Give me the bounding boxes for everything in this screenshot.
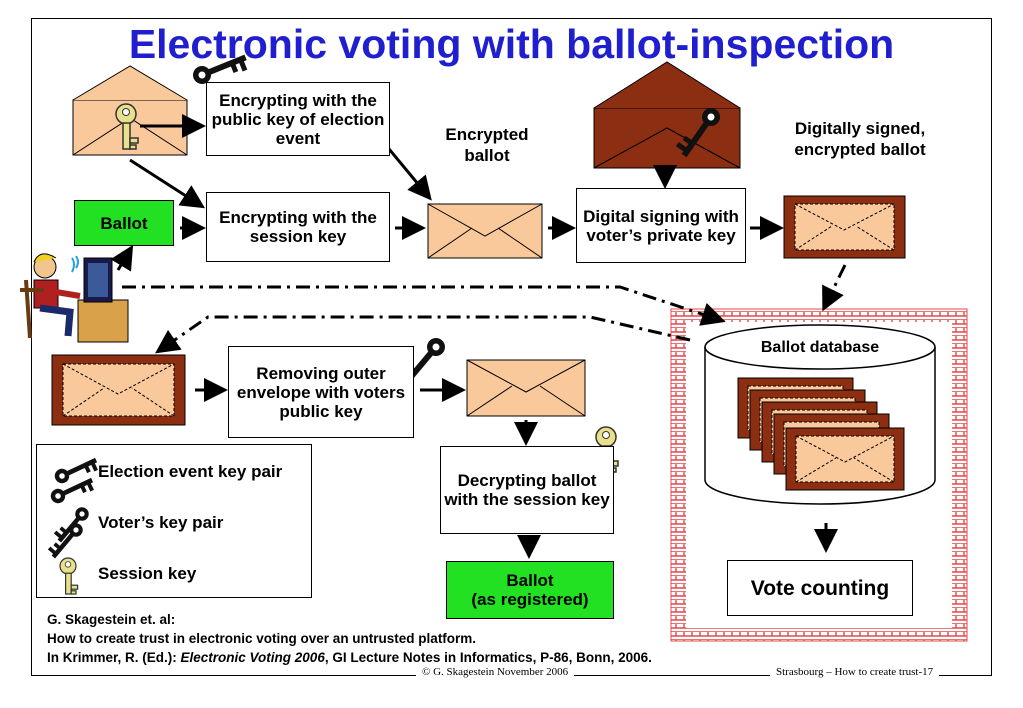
decrypt-ballot-box: Decrypting ballot with the session key [440, 446, 614, 534]
slide-title: Electronic voting with ballot-inspection [128, 21, 895, 67]
vote-counting-box: Vote counting [727, 560, 913, 616]
flow-arrows [110, 114, 838, 559]
legend-election-key: Election event key pair [98, 462, 283, 481]
envelope-inner [466, 359, 586, 417]
citation-prefix: In Krimmer, R. (Ed.): [47, 650, 181, 665]
remove-outer-envelope-box: Removing outer envelope with voters publ… [228, 346, 414, 438]
legend-box [36, 444, 312, 598]
stored-envelopes [737, 377, 905, 491]
network-path-dashed [122, 264, 847, 354]
encrypt-public-key-box: Encrypting with the public key of electi… [206, 82, 390, 156]
legend-voter-key: Voter’s key pair [98, 513, 224, 532]
ballot-registered-line1: Ballot [506, 571, 554, 590]
encrypt-session-key-box: Encrypting with the session key [206, 192, 390, 262]
footer-right: Strasbourg – How to create trust-17 [770, 666, 940, 678]
citation-line2: How to create trust in electronic voting… [47, 631, 477, 646]
citation-line1: G. Skagestein et. al: [47, 612, 176, 627]
envelope-encrypted [427, 203, 543, 259]
envelope-retrieved [51, 354, 186, 426]
citation-suffix: , GI Lecture Notes in Informatics, P-86,… [324, 650, 652, 665]
ballot-registered-box: Ballot (as registered) [446, 561, 614, 619]
envelope-signed [783, 195, 906, 259]
footer-left: © G. Skagestein November 2006 [416, 666, 575, 678]
ballot-database-label: Ballot database [760, 339, 880, 356]
legend-session-key: Session key [98, 564, 197, 583]
signed-ballot-line2: encrypted ballot [794, 140, 926, 159]
citation-line3: In Krimmer, R. (Ed.): Electronic Voting … [47, 649, 652, 666]
signed-ballot-label: Digitally signed, encrypted ballot [770, 118, 950, 160]
voter-at-computer-icon [20, 253, 129, 343]
encrypted-ballot-label: Encrypted ballot [432, 124, 542, 166]
signed-ballot-line1: Digitally signed, [794, 119, 926, 138]
encrypted-ballot-line1: Encrypted [445, 125, 529, 144]
digital-signing-box: Digital signing with voter’s private key [576, 188, 746, 263]
citation-italic: Electronic Voting 2006 [180, 650, 325, 665]
ballot-registered-line2: (as registered) [471, 590, 589, 609]
encrypted-ballot-line2: ballot [464, 146, 510, 165]
ballot-box: Ballot [74, 200, 174, 246]
